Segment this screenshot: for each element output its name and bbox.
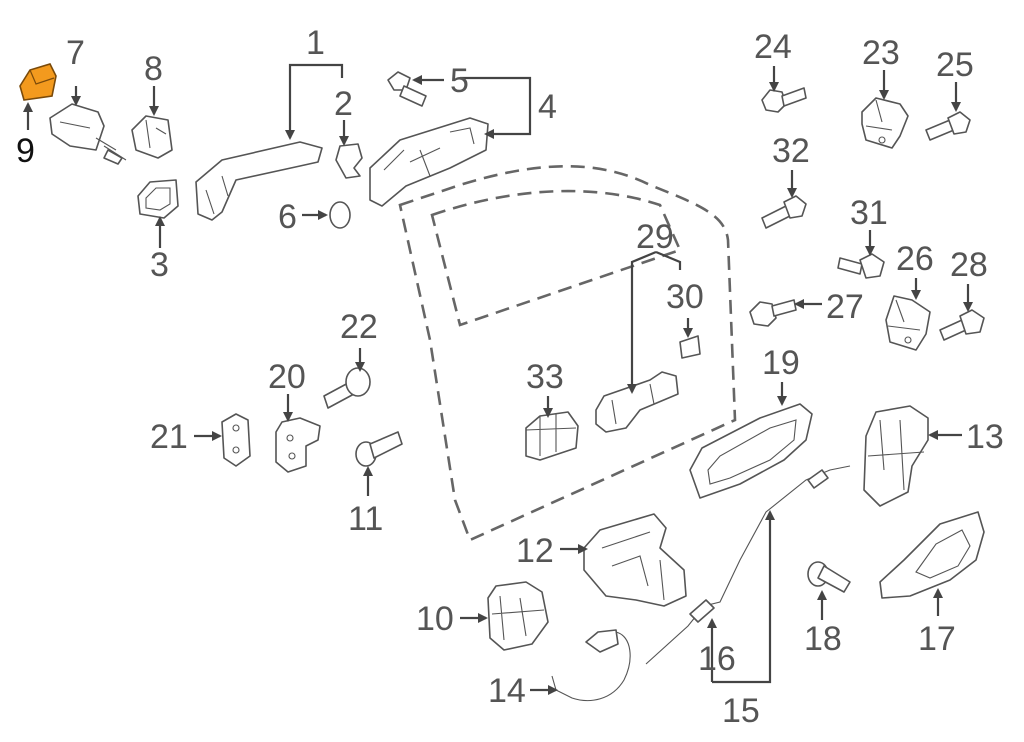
- callout-1: 1: [306, 24, 325, 62]
- callout-20: 20: [268, 358, 306, 396]
- part-3-gasket[interactable]: [137, 179, 179, 219]
- part-19-handle-bezel[interactable]: [689, 403, 813, 499]
- leader-lines: [23, 63, 973, 695]
- part-8-bracket[interactable]: [131, 115, 173, 159]
- part-5-bolt[interactable]: [387, 71, 427, 107]
- callout-26: 26: [896, 240, 934, 278]
- part-20-striker[interactable]: [275, 417, 321, 473]
- callout-22: 22: [340, 308, 378, 346]
- part-4-handle-frame[interactable]: [369, 117, 489, 207]
- part-21-plate[interactable]: [221, 413, 251, 467]
- part-18-bolt[interactable]: [807, 561, 851, 593]
- callout-29: 29: [636, 218, 674, 256]
- part-10-lock[interactable]: [487, 581, 549, 651]
- part-11-screw[interactable]: [355, 431, 403, 467]
- part-14-rod[interactable]: [551, 629, 631, 702]
- part-33-block[interactable]: [525, 411, 579, 461]
- callout-32: 32: [772, 132, 810, 170]
- callout-16: 16: [698, 640, 736, 678]
- part-13-handle-assembly[interactable]: [863, 405, 929, 507]
- callout-12: 12: [516, 532, 554, 570]
- callout-18: 18: [804, 620, 842, 658]
- callout-23: 23: [862, 34, 900, 72]
- callout-13: 13: [966, 418, 1004, 456]
- callout-2: 2: [334, 85, 353, 123]
- callout-15: 15: [722, 692, 760, 730]
- part-32-bolt[interactable]: [761, 195, 807, 229]
- callout-9: 9: [16, 132, 35, 170]
- callout-17: 17: [918, 620, 956, 658]
- callout-19: 19: [762, 344, 800, 382]
- part-30-plug[interactable]: [679, 335, 701, 359]
- part-22-bolt[interactable]: [323, 367, 371, 409]
- callout-25: 25: [936, 46, 974, 84]
- part-23-hinge[interactable]: [861, 97, 909, 149]
- callout-4: 4: [538, 88, 557, 126]
- callout-5: 5: [450, 62, 469, 100]
- callout-28: 28: [950, 246, 988, 284]
- part-17-inner-handle[interactable]: [879, 511, 985, 599]
- part-24-bolt[interactable]: [761, 87, 807, 113]
- part-29-check-strap[interactable]: [595, 371, 679, 433]
- part-26-hinge[interactable]: [885, 295, 931, 351]
- door-outline: [398, 165, 737, 542]
- callout-21: 21: [150, 418, 188, 456]
- callout-10: 10: [416, 600, 454, 638]
- callout-3: 3: [150, 246, 169, 284]
- callout-30: 30: [666, 278, 704, 316]
- callout-6: 6: [278, 198, 297, 236]
- part-28-bolt[interactable]: [939, 309, 985, 341]
- part-12-latch-actuator[interactable]: [583, 513, 687, 607]
- callout-14: 14: [488, 672, 526, 710]
- part-1-outer-handle[interactable]: [195, 141, 323, 221]
- part-27-bolt[interactable]: [749, 299, 797, 327]
- part-25-bolt[interactable]: [925, 111, 971, 141]
- part-2-clip[interactable]: [335, 143, 363, 179]
- callout-11: 11: [348, 500, 383, 538]
- part-31-bolt[interactable]: [837, 253, 885, 279]
- callout-31: 31: [850, 194, 888, 232]
- callout-27: 27: [826, 288, 864, 326]
- callout-33: 33: [526, 358, 564, 396]
- callout-7: 7: [66, 34, 85, 72]
- part-9-cap[interactable]: [19, 63, 57, 101]
- part-6-cap[interactable]: [329, 201, 351, 229]
- part-7-lock-cylinder[interactable]: [49, 103, 127, 165]
- part-15-16-cable[interactable]: [645, 465, 851, 665]
- callout-8: 8: [144, 50, 163, 88]
- callout-numbers: 1 2 3 4 5 6 7 8 9 10 11 12 13 14 15 16 1…: [16, 24, 1004, 730]
- callout-24: 24: [754, 28, 792, 66]
